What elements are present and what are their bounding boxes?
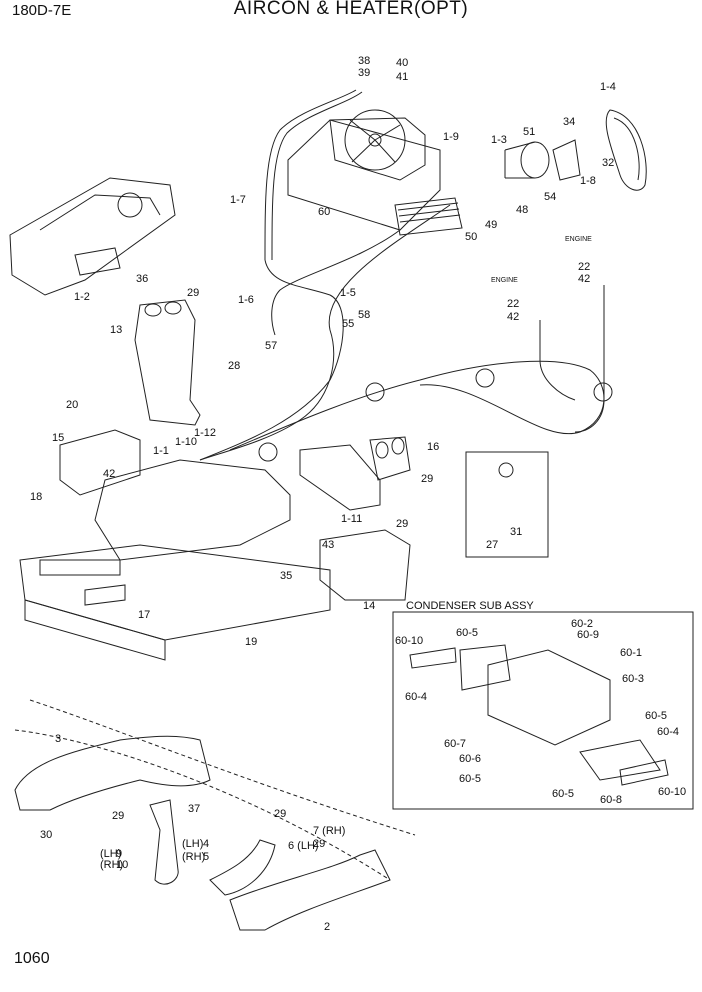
condenser-sub-assy-box bbox=[392, 611, 694, 810]
engine-label-2: ENGINE bbox=[491, 277, 518, 284]
model-label: 180D-7E bbox=[12, 2, 72, 19]
part-label: 60-3 bbox=[622, 673, 644, 685]
part-label: 1-1 bbox=[153, 445, 169, 457]
part-label: 1-10 bbox=[175, 436, 197, 448]
part-label: 22 bbox=[507, 298, 519, 310]
part-label: 1-6 bbox=[238, 294, 254, 306]
part-label: 13 bbox=[110, 324, 122, 336]
part-label: 36 bbox=[136, 273, 148, 285]
part-label: 17 bbox=[138, 609, 150, 621]
part-label: 60-10 bbox=[658, 786, 686, 798]
part-label: 38 bbox=[358, 55, 370, 67]
side-label: (LH) bbox=[100, 848, 121, 860]
part-label: 10 bbox=[116, 859, 128, 871]
page-number: 1060 bbox=[14, 950, 50, 967]
part-label: 35 bbox=[280, 570, 292, 582]
part-label: 16 bbox=[427, 441, 439, 453]
part-label: 2 bbox=[324, 921, 330, 933]
part-label: 58 bbox=[358, 309, 370, 321]
part-label: 29 bbox=[274, 808, 286, 820]
part-label: 15 bbox=[52, 432, 64, 444]
part-label: 1-5 bbox=[340, 287, 356, 299]
part-label: 60-5 bbox=[456, 627, 478, 639]
hoses bbox=[199, 89, 613, 462]
part-label: 27 bbox=[486, 539, 498, 551]
sub-assy-title: CONDENSER SUB ASSY bbox=[406, 600, 534, 612]
part-label: 51 bbox=[523, 126, 535, 138]
detail-circle bbox=[498, 462, 514, 478]
part-label: 3 bbox=[55, 733, 61, 745]
part-label: 60-2 bbox=[571, 618, 593, 630]
side-label: (LH) bbox=[182, 838, 203, 850]
part-label: 60-1 bbox=[620, 647, 642, 659]
part-label: 57 bbox=[265, 340, 277, 352]
part-label: 49 bbox=[485, 219, 497, 231]
part-label: 1-7 bbox=[230, 194, 246, 206]
part-label: 60-4 bbox=[405, 691, 427, 703]
part-label: 19 bbox=[245, 636, 257, 648]
part-label: 60-8 bbox=[600, 794, 622, 806]
part-label: 39 bbox=[358, 67, 370, 79]
part-label: 4 bbox=[203, 838, 209, 850]
part-label: 7 (RH) bbox=[313, 825, 345, 837]
part-label: 1-3 bbox=[491, 134, 507, 146]
detail-box bbox=[465, 451, 549, 558]
part-label: 60-4 bbox=[657, 726, 679, 738]
part-label: 54 bbox=[544, 191, 556, 203]
part-label: 18 bbox=[30, 491, 42, 503]
part-label: 22 bbox=[578, 261, 590, 273]
part-label: 6 (LH) bbox=[288, 840, 319, 852]
part-label: 42 bbox=[103, 468, 115, 480]
part-label: 29 bbox=[187, 287, 199, 299]
part-label: 1-8 bbox=[580, 175, 596, 187]
part-label: 60-5 bbox=[552, 788, 574, 800]
part-label: 60-5 bbox=[645, 710, 667, 722]
part-label: 1-9 bbox=[443, 131, 459, 143]
compressor bbox=[504, 109, 647, 191]
side-label: (RH) bbox=[182, 851, 205, 863]
part-label: 32 bbox=[602, 157, 614, 169]
part-label: 42 bbox=[578, 273, 590, 285]
part-label: 34 bbox=[563, 116, 575, 128]
heater-unit bbox=[19, 429, 411, 661]
part-label: 29 bbox=[313, 838, 325, 850]
part-label: 30 bbox=[40, 829, 52, 841]
part-label: 1-4 bbox=[600, 81, 616, 93]
part-label: 5 bbox=[203, 851, 209, 863]
part-label: 37 bbox=[188, 803, 200, 815]
duct-13 bbox=[134, 299, 201, 426]
part-label: 29 bbox=[421, 473, 433, 485]
part-label: 31 bbox=[510, 526, 522, 538]
part-label: 60-10 bbox=[395, 635, 423, 647]
control-panel bbox=[9, 177, 176, 296]
part-label: 28 bbox=[228, 360, 240, 372]
part-label: 60-5 bbox=[459, 773, 481, 785]
part-label: 1-2 bbox=[74, 291, 90, 303]
part-label: 60 bbox=[318, 206, 330, 218]
part-label: 9 bbox=[116, 848, 122, 860]
part-label: 41 bbox=[396, 71, 408, 83]
part-label: 55 bbox=[342, 318, 354, 330]
page-title: AIRCON & HEATER(OPT) bbox=[233, 0, 469, 19]
part-label: 20 bbox=[66, 399, 78, 411]
part-label: 1-11 bbox=[341, 513, 362, 525]
part-label: 50 bbox=[465, 231, 477, 243]
condenser-sub-assy bbox=[409, 644, 669, 786]
part-label: 14 bbox=[363, 600, 375, 612]
side-label: (RH) bbox=[100, 859, 123, 871]
part-label: 29 bbox=[396, 518, 408, 530]
part-label: 42 bbox=[507, 311, 519, 323]
part-label: 40 bbox=[396, 57, 408, 69]
part-label: 1-12 bbox=[194, 427, 216, 439]
part-label: 60-9 bbox=[577, 629, 599, 641]
part-label: 60-6 bbox=[459, 753, 481, 765]
engine-label-1: ENGINE bbox=[565, 236, 592, 243]
part-label: 48 bbox=[516, 204, 528, 216]
lower-ducts bbox=[14, 699, 416, 931]
part-label: 29 bbox=[112, 810, 124, 822]
part-label: 43 bbox=[322, 539, 334, 551]
part-label: 60-7 bbox=[444, 738, 466, 750]
condenser-unit bbox=[287, 109, 463, 236]
